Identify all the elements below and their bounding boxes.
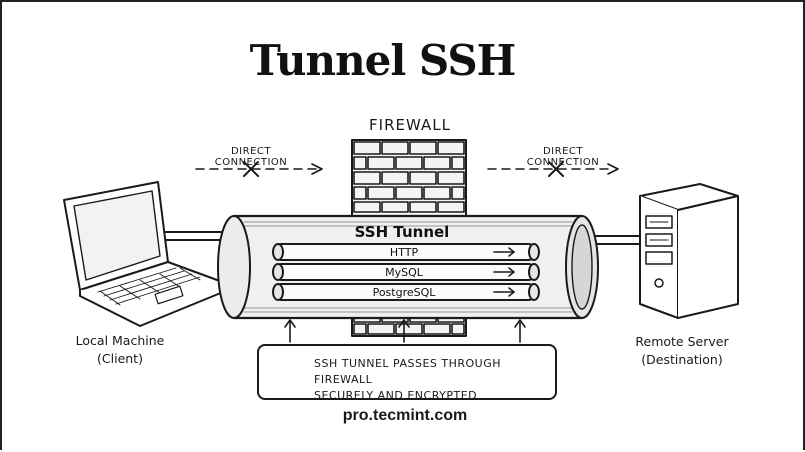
tunnel-label: SSH Tunnel (355, 223, 450, 241)
security-note-line2: SECURELY AND ENCRYPTED (314, 389, 478, 402)
direct-connection-left-blocked (195, 161, 323, 177)
server-icon (575, 183, 739, 319)
direct-connection-right-label: DIRECT CONNECTION (526, 146, 600, 168)
direct-connection-right-blocked (487, 161, 619, 177)
protocol-label-postgresql: PostgreSQL (373, 286, 437, 299)
remote-server-role: (Destination) (641, 352, 723, 367)
protocol-label-mysql: MySQL (385, 266, 424, 279)
remote-server-label: Remote Server (Destination) (622, 333, 742, 369)
footer-watermark: pro.tecmint.com (342, 407, 468, 424)
security-note-line1: SSH TUNNEL PASSES THROUGH FIREWALL (314, 357, 502, 386)
protocol-pipes (272, 243, 540, 301)
upward-arrows (284, 319, 526, 343)
local-machine-name: Local Machine (75, 333, 165, 348)
laptop-icon (63, 181, 229, 327)
firewall-label: FIREWALL (369, 116, 451, 134)
diagram-title: Tunnel SSH (249, 36, 517, 85)
protocol-label-http: HTTP (390, 246, 419, 259)
remote-server-name: Remote Server (635, 334, 729, 349)
local-machine-role: (Client) (97, 351, 143, 366)
security-note-text: SSH TUNNEL PASSES THROUGH FIREWALL SECUR… (314, 356, 554, 404)
security-note-box (257, 344, 557, 400)
direct-connection-left-label: DIRECT CONNECTION (214, 146, 288, 168)
local-machine-label: Local Machine (Client) (60, 332, 180, 368)
